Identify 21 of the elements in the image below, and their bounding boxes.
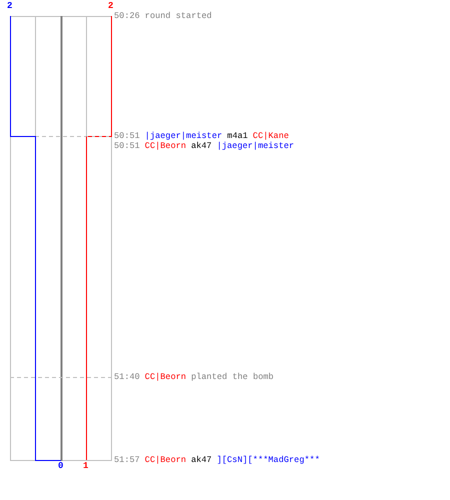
- weapon-name: m4a1: [227, 130, 248, 142]
- player-name: CC|Beorn: [144, 454, 186, 466]
- player-name: CC|Beorn: [144, 371, 186, 383]
- timestamp: 51:57: [114, 454, 140, 466]
- player-name: ][CsN][***MadGreg***: [216, 454, 320, 466]
- timestamp: 50:26: [114, 10, 140, 22]
- player-name: CC|Beorn: [144, 140, 186, 152]
- weapon-name: ak47: [191, 140, 212, 152]
- player-count: 1: [83, 461, 88, 471]
- player-name: |jaeger|meister: [144, 130, 222, 142]
- timestamp: 50:51: [114, 130, 140, 142]
- player-name: |jaeger|meister: [216, 140, 294, 152]
- timestamp: 51:40: [114, 371, 140, 383]
- player-count: 2: [108, 1, 114, 11]
- player-count: 0: [58, 461, 64, 471]
- player-name: CC|Kane: [252, 130, 289, 142]
- event-text: round started: [144, 10, 212, 22]
- timestamp: 50:51: [114, 140, 140, 152]
- weapon-name: ak47: [191, 454, 212, 466]
- event-text: planted the bomb: [191, 371, 274, 383]
- player-count: 2: [7, 1, 12, 11]
